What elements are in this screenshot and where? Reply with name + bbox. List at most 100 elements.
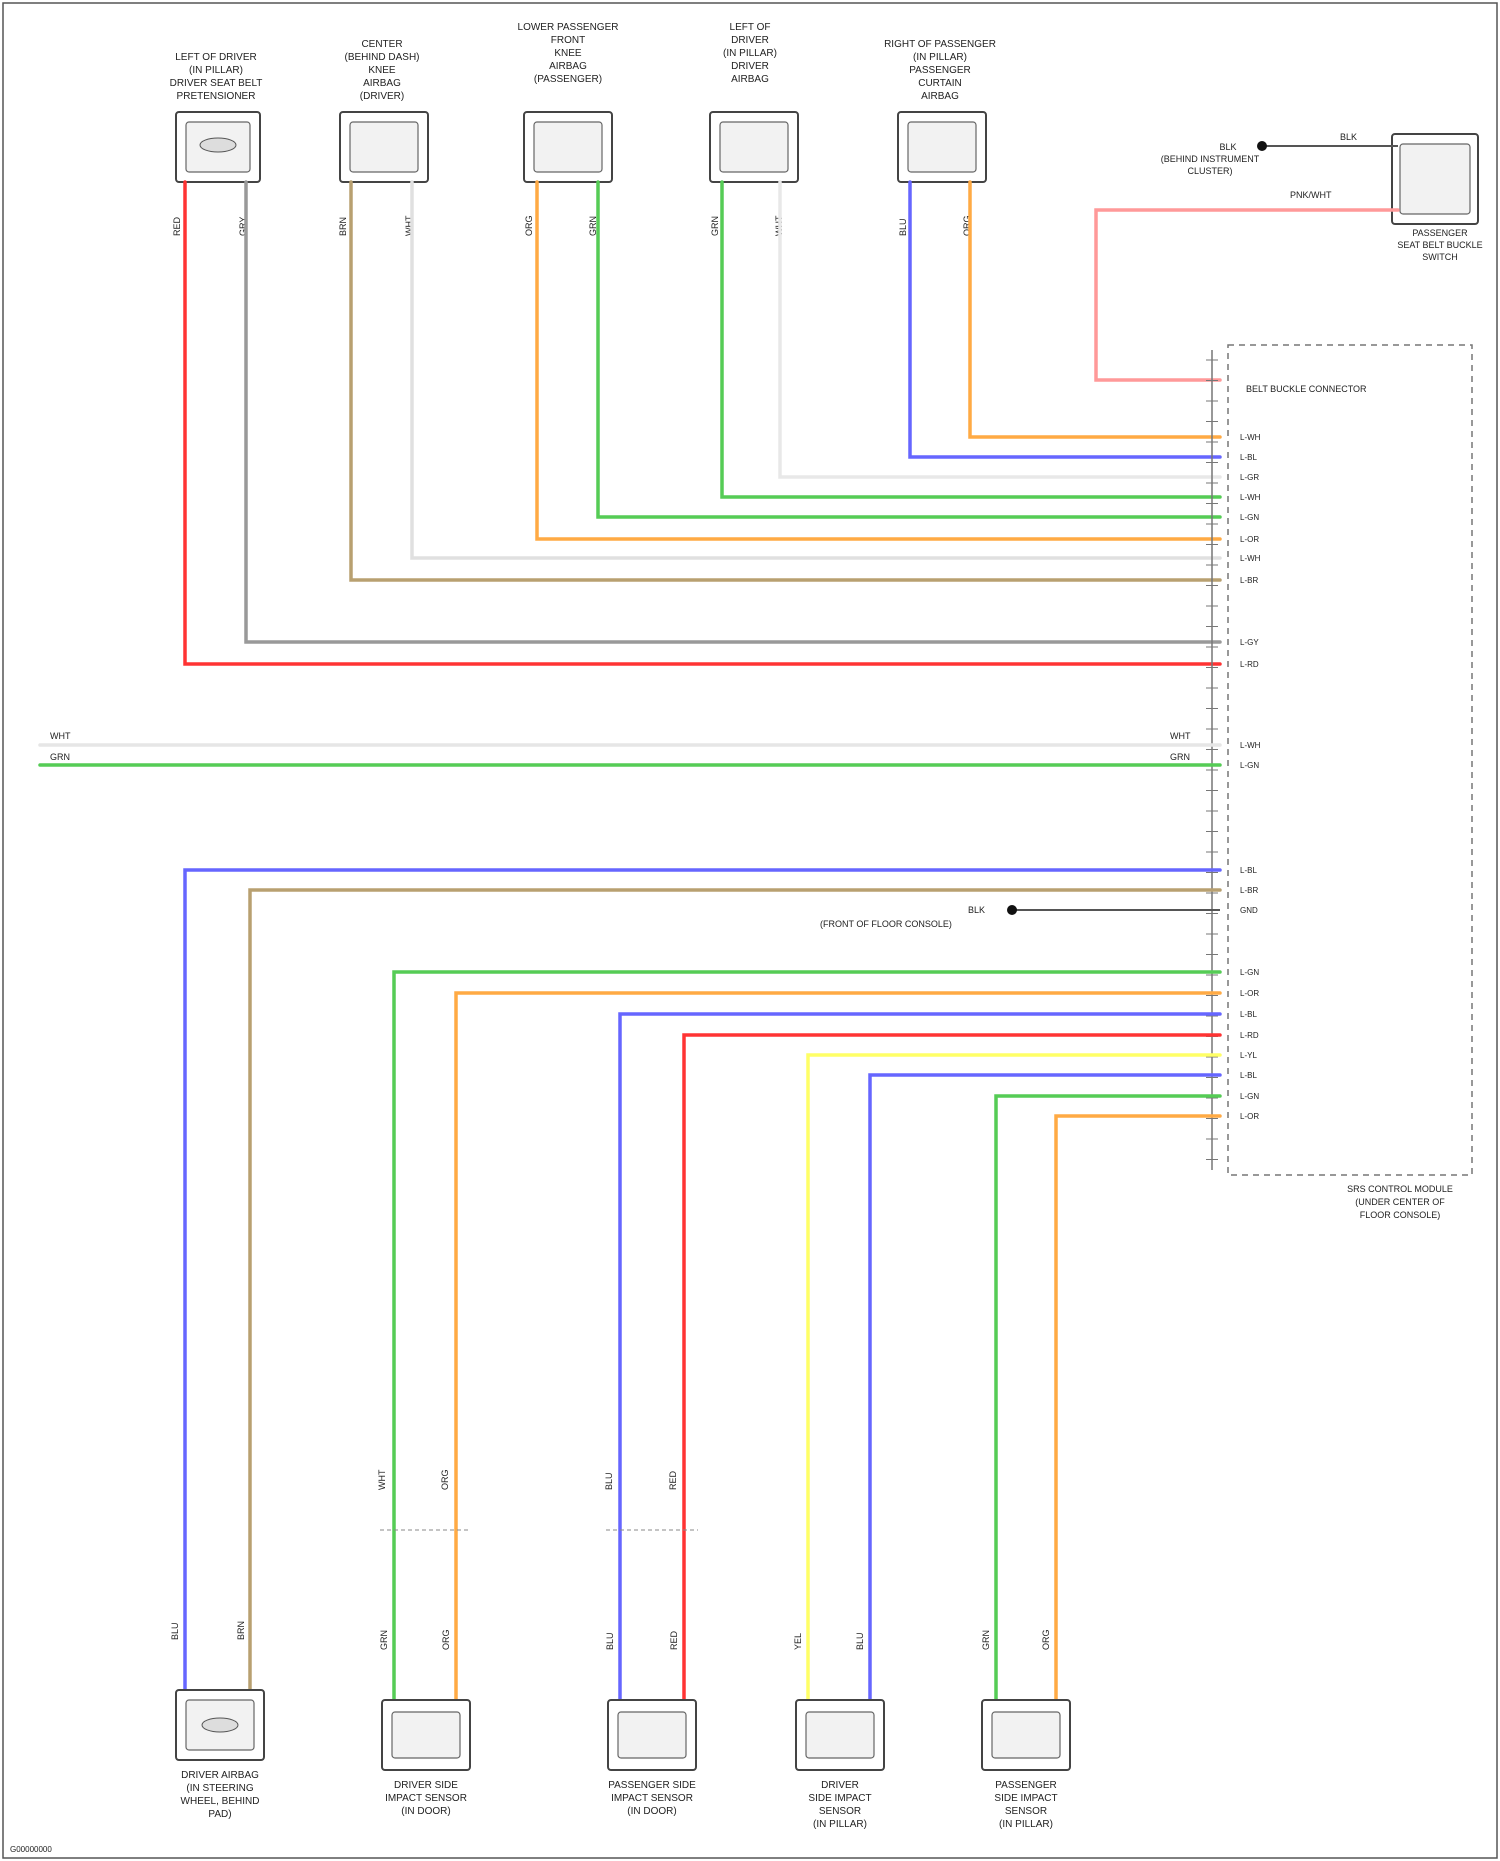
label-line: (IN STEERING — [186, 1783, 253, 1794]
bottom-connector-4 — [796, 1700, 884, 1770]
pin-label: GRN — [710, 216, 720, 236]
label-line: (PASSENGER) — [534, 74, 602, 85]
top-connector-5 — [898, 112, 986, 182]
pin-label: ORG — [1041, 1629, 1051, 1650]
buckle-wire-bottom-label: PNK/WHT — [1290, 190, 1332, 200]
buckle-ground-label: BLK (BEHIND INSTRUMENT CLUSTER) — [1161, 142, 1260, 176]
top-component-2-label: CENTER (BEHIND DASH) KNEE AIRBAG (DRIVER… — [344, 39, 419, 102]
label-line: SENSOR — [1005, 1806, 1047, 1817]
top-connector-2 — [340, 112, 428, 182]
wire-c5-a — [910, 182, 1220, 457]
inline-label: BLU — [604, 1472, 614, 1490]
top-connector-1 — [176, 112, 260, 182]
bottom-connector-3 — [608, 1700, 696, 1770]
module-pin-label: L-RD — [1240, 1031, 1259, 1040]
module-pin-label: L-OR — [1240, 1112, 1259, 1121]
label-line: SEAT BELT BUCKLE — [1397, 240, 1482, 250]
label-line: (BEHIND INSTRUMENT — [1161, 154, 1260, 164]
left-wire-label: GRN — [50, 752, 70, 762]
label-line: (IN DOOR) — [401, 1806, 450, 1817]
module-pin-label: L-BL — [1240, 866, 1257, 875]
bottom-connector-5 — [982, 1700, 1070, 1770]
top-component-5-label: RIGHT OF PASSENGER (IN PILLAR) PASSENGER… — [884, 39, 996, 102]
bottom-connector-1 — [176, 1690, 264, 1760]
wire-b2-b — [456, 993, 1220, 1700]
module-pin-label: L-WH — [1240, 554, 1261, 563]
wire-c3-a — [537, 182, 1220, 539]
label-line: (DRIVER) — [360, 91, 404, 102]
module-connector-label: BELT BUCKLE CONNECTOR — [1246, 384, 1367, 394]
ground-label: (FRONT OF FLOOR CONSOLE) — [820, 919, 952, 929]
label-line: PAD) — [208, 1809, 231, 1820]
bottom-wires — [185, 870, 1220, 1700]
label-line: DRIVER SEAT BELT — [170, 78, 263, 89]
left-wire-label-right: GRN — [1170, 752, 1190, 762]
module-pin-label: L-GN — [1240, 513, 1259, 522]
pin-label: BLU — [898, 218, 908, 236]
label-line: IMPACT SENSOR — [385, 1793, 467, 1804]
module-pin-label: L-BL — [1240, 1010, 1257, 1019]
label-line: SIDE IMPACT — [808, 1793, 871, 1804]
wire-c2-b — [412, 182, 1220, 558]
label-line: (UNDER CENTER OF — [1355, 1197, 1445, 1207]
label-line: PRETENSIONER — [177, 91, 256, 102]
top-component-4-label: LEFT OF DRIVER (IN PILLAR) DRIVER AIRBAG — [723, 22, 777, 85]
label-line: (IN PILLAR) — [189, 65, 243, 76]
wire-c1-a — [185, 182, 1220, 664]
label-line: FLOOR CONSOLE) — [1360, 1210, 1441, 1220]
label-line: WHEEL, BEHIND — [181, 1796, 260, 1807]
bottom-component-4-label: DRIVER SIDE IMPACT SENSOR (IN PILLAR) — [808, 1780, 871, 1830]
bottom-component-1-label: DRIVER AIRBAG (IN STEERING WHEEL, BEHIND… — [181, 1770, 260, 1820]
label-line: PASSENGER SIDE — [608, 1780, 696, 1791]
pin-label: BLU — [605, 1632, 615, 1650]
wire-b3-b — [684, 1035, 1220, 1700]
label-line: DRIVER SIDE — [394, 1780, 458, 1791]
left-wire-label-right: WHT — [1170, 731, 1191, 741]
pin-label: GRN — [379, 1630, 389, 1650]
pin-label: BRN — [338, 217, 348, 236]
pin-label: GRN — [981, 1630, 991, 1650]
label-line: LEFT OF DRIVER — [175, 52, 257, 63]
module-pin-label: L-OR — [1240, 535, 1259, 544]
wire-c1-b — [246, 182, 1220, 642]
label-line: (IN PILLAR) — [999, 1819, 1053, 1830]
wire-b5-a — [996, 1096, 1220, 1700]
bottom-pin-labels: BLU BRN GRN ORG BLU RED YEL BLU GRN ORG — [170, 1621, 1051, 1650]
page-border — [3, 3, 1497, 1858]
label-line: (IN PILLAR) — [913, 52, 967, 63]
module-pin-label: L-GN — [1240, 968, 1259, 977]
module-pin-label: L-BL — [1240, 453, 1257, 462]
label-line: DRIVER — [821, 1780, 859, 1791]
footer-code: G00000000 — [10, 1845, 52, 1854]
bottom-connector-2 — [382, 1700, 470, 1770]
pin-label: BLU — [855, 1632, 865, 1650]
module-label: SRS CONTROL MODULE (UNDER CENTER OF FLOO… — [1347, 1184, 1453, 1220]
label-line: CURTAIN — [918, 78, 962, 89]
module-pin-label: L-YL — [1240, 1051, 1257, 1060]
label-line: CENTER — [361, 39, 402, 50]
label-line: DRIVER AIRBAG — [181, 1770, 259, 1781]
label-line: AIRBAG — [549, 61, 587, 72]
pin-label: BRN — [236, 1621, 246, 1640]
module-pin-label: L-GN — [1240, 761, 1259, 770]
module-pin-label: L-BR — [1240, 576, 1258, 585]
module-right-labels: L-WHL-BLL-GRL-WHL-GNL-ORL-WHL-BRL-GYL-RD… — [1240, 433, 1261, 1121]
top-component-3-label: LOWER PASSENGER FRONT KNEE AIRBAG (PASSE… — [518, 22, 619, 85]
label-line: (IN PILLAR) — [723, 48, 777, 59]
bottom-component-3-label: PASSENGER SIDE IMPACT SENSOR (IN DOOR) — [608, 1780, 696, 1817]
label-line: CLUSTER) — [1187, 166, 1232, 176]
label-line: KNEE — [368, 65, 396, 76]
label-line: PASSENGER — [995, 1780, 1057, 1791]
label-line: (IN PILLAR) — [813, 1819, 867, 1830]
srs-module: BELT BUCKLE CONNECTOR SRS CONTROL MODULE… — [1206, 345, 1472, 1220]
inline-label: ORG — [440, 1469, 450, 1490]
ground-dot — [1007, 905, 1017, 915]
bottom-component-2-label: DRIVER SIDE IMPACT SENSOR (IN DOOR) — [385, 1780, 467, 1817]
inline-label: RED — [668, 1470, 678, 1490]
left-wires: WHT GRN WHT GRN — [40, 731, 1220, 765]
buckle-wire-top-label: BLK — [1340, 132, 1357, 142]
module-pin-label: L-WH — [1240, 493, 1261, 502]
label-line: SWITCH — [1422, 252, 1458, 262]
label-line: (IN DOOR) — [627, 1806, 676, 1817]
